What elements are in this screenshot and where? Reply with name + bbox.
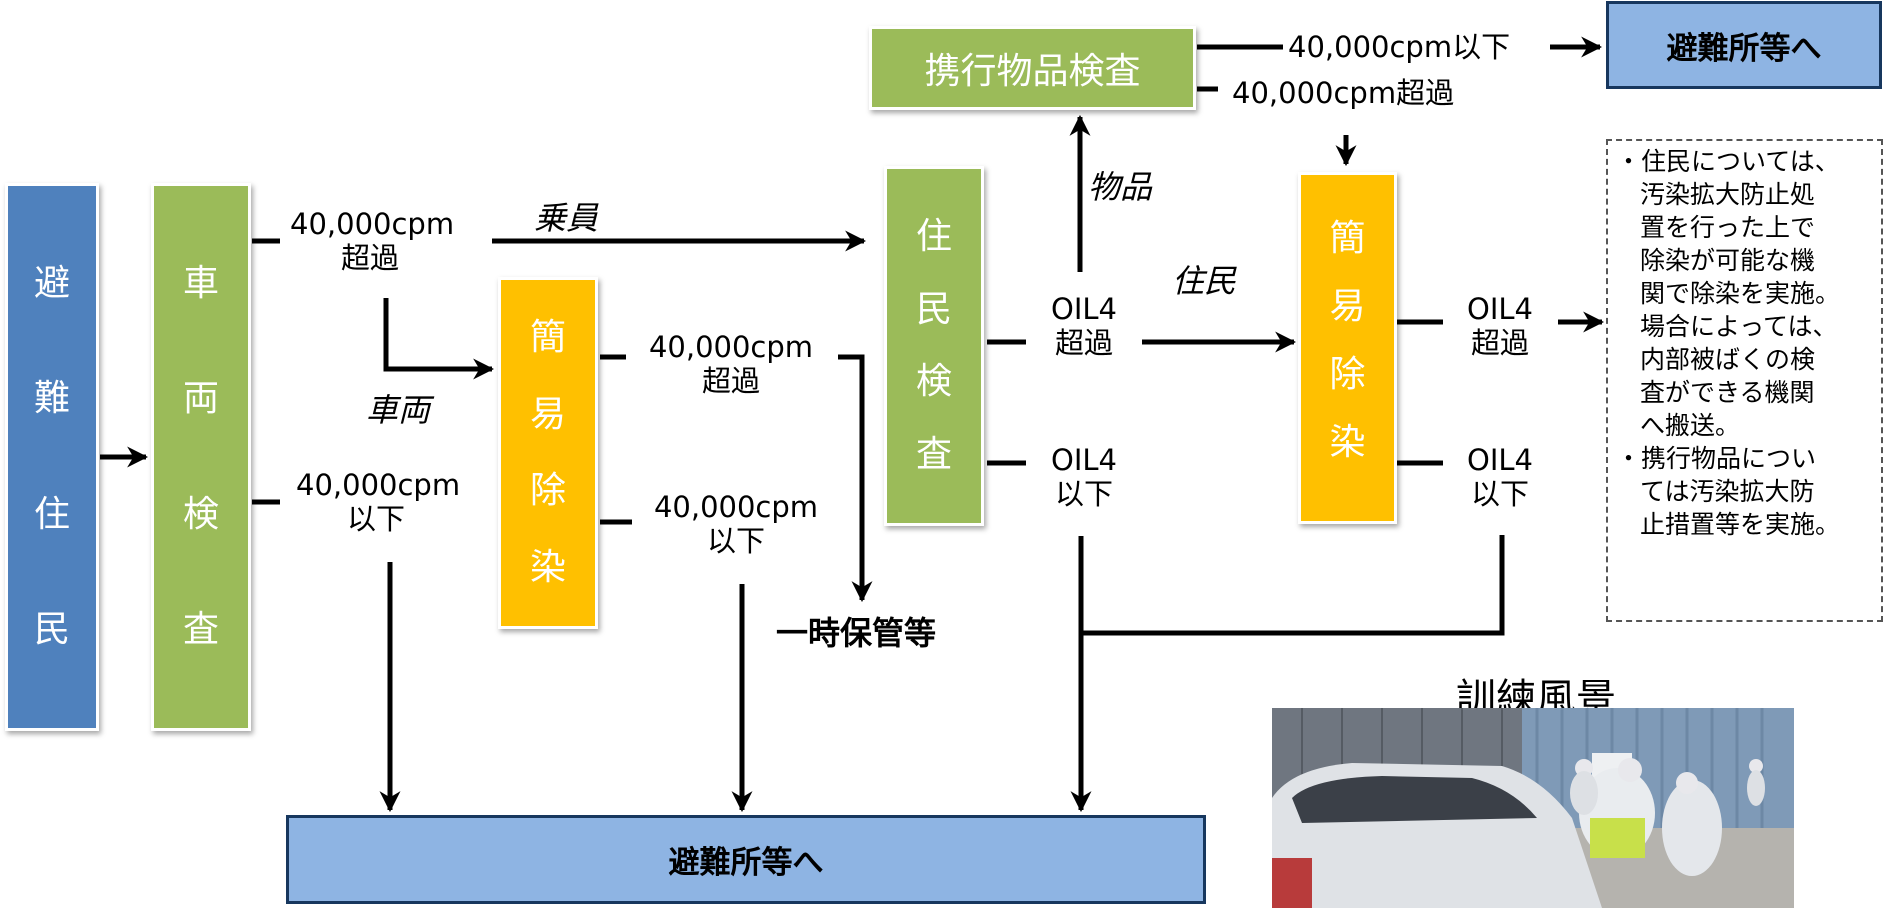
vehicle-over-text: 超過: [340, 241, 399, 276]
decon1-under-text: 以下: [706, 524, 765, 559]
vertical-char: 易: [529, 393, 566, 435]
vertical-char: 染: [1329, 422, 1366, 463]
vertical-char: 染: [529, 546, 566, 588]
vertical-char: 検: [182, 493, 219, 535]
resident-under-text: 以下: [1054, 477, 1113, 512]
vehicle-under-value: 40,000cpm: [296, 468, 461, 502]
vehicle-branch-label: 車両: [366, 391, 431, 429]
vertical-char: 車: [182, 262, 219, 304]
vertical-char: 検: [915, 361, 952, 403]
vertical-char: 査: [915, 433, 952, 475]
simple-decon-label-1: 簡易除染: [530, 280, 566, 626]
resident-check-label: 住民検査: [916, 169, 952, 523]
note-line: ・携行物品につい: [1616, 444, 1817, 473]
vehicle-check-label: 車両検査: [183, 186, 219, 728]
item-check-box: 携行物品検査: [869, 26, 1196, 110]
vertical-char: 簡: [529, 317, 566, 359]
note-line: 場合によっては、: [1640, 312, 1838, 341]
crew-branch-label: 乗員: [534, 199, 599, 237]
note-line: 止措置等を実施。: [1640, 510, 1841, 539]
vertical-char: 民: [915, 288, 952, 330]
top-right-destination-label: 避難所等へ: [1666, 30, 1822, 67]
vertical-char: 難: [33, 378, 70, 420]
vehicle-under-label: 40,000cpm 以下: [296, 468, 461, 537]
vertical-char: 査: [182, 609, 219, 651]
vertical-char: 避: [33, 262, 70, 304]
resident-under-label: OIL4 以下: [1030, 443, 1138, 511]
item-under-label: 40,000cpm以下: [1288, 30, 1511, 64]
note-line: 内部被ばくの検: [1640, 345, 1816, 374]
simple-decon-box-1: 簡易除染: [498, 277, 598, 629]
training-photo-image: [1272, 708, 1794, 908]
decon2-under-label: OIL4 以下: [1446, 443, 1554, 511]
decon2-over-value: OIL4: [1467, 292, 1533, 326]
note-line: ては汚染拡大防: [1640, 477, 1815, 506]
note-box: ・住民については、汚染拡大防止処置を行った上で除染が可能な機関で除染を実施。場合…: [1606, 139, 1883, 622]
evacuee-box: 避難住民: [5, 183, 99, 731]
simple-decon-box-2: 簡易除染: [1298, 172, 1397, 524]
decon2-over-label: OIL4 超過: [1446, 292, 1554, 360]
resident-over-label: OIL4 超過: [1030, 292, 1138, 360]
items-branch-label: 物品: [1088, 168, 1153, 206]
vertical-char: 簡: [1329, 218, 1366, 259]
note-line: へ搬送。: [1640, 411, 1741, 440]
bottom-destination-box: 避難所等へ: [286, 815, 1206, 904]
note-line: 除染が可能な機: [1640, 246, 1816, 275]
decon1-over-label: 40,000cpm 超過: [640, 330, 822, 398]
note-line: 関で除染を実施。: [1640, 279, 1841, 308]
item-check-label: 携行物品検査: [924, 51, 1141, 92]
vehicle-check-box: 車両検査: [151, 183, 251, 731]
top-right-destination-box: 避難所等へ: [1606, 1, 1882, 89]
decon1-under-label: 40,000cpm 以下: [645, 490, 827, 558]
vertical-char: 住: [33, 493, 70, 535]
note-line: ・住民については、: [1616, 147, 1840, 176]
resident-over-text: 超過: [1054, 326, 1113, 361]
decon1-over-text: 超過: [701, 364, 760, 399]
vertical-char: 除: [1329, 354, 1366, 395]
bottom-destination-label: 避難所等へ: [668, 845, 824, 881]
residents-branch-label: 住民: [1172, 262, 1237, 300]
vertical-char: 除: [529, 470, 566, 512]
evacuee-label: 避難住民: [34, 186, 70, 728]
simple-decon-label-2: 簡易除染: [1329, 175, 1365, 521]
temp-storage-label: 一時保管等: [776, 614, 937, 652]
decon2-under-text: 以下: [1470, 477, 1529, 512]
decon2-under-value: OIL4: [1467, 443, 1533, 477]
vertical-char: 両: [182, 378, 219, 420]
note-line: 汚染拡大防止処: [1640, 180, 1816, 209]
decon2-over-text: 超過: [1470, 326, 1529, 361]
note-line: 査ができる機関: [1640, 378, 1815, 407]
note-line: 置を行った上で: [1640, 213, 1816, 242]
item-over-label: 40,000cpm超過: [1232, 76, 1455, 110]
vertical-char: 易: [1329, 286, 1366, 327]
decon1-under-value: 40,000cpm: [653, 490, 819, 524]
vehicle-over-label: 40,000cpm 超過: [290, 207, 455, 276]
vertical-char: 住: [915, 216, 952, 257]
resident-under-value: OIL4: [1051, 443, 1117, 477]
vehicle-under-text: 以下: [346, 502, 405, 537]
decon1-over-value: 40,000cpm: [648, 330, 814, 364]
vehicle-over-value: 40,000cpm: [290, 207, 455, 241]
resident-over-value: OIL4: [1051, 292, 1117, 326]
vertical-char: 民: [33, 609, 70, 651]
training-photo: [1272, 708, 1794, 908]
resident-check-box: 住民検査: [884, 166, 984, 526]
